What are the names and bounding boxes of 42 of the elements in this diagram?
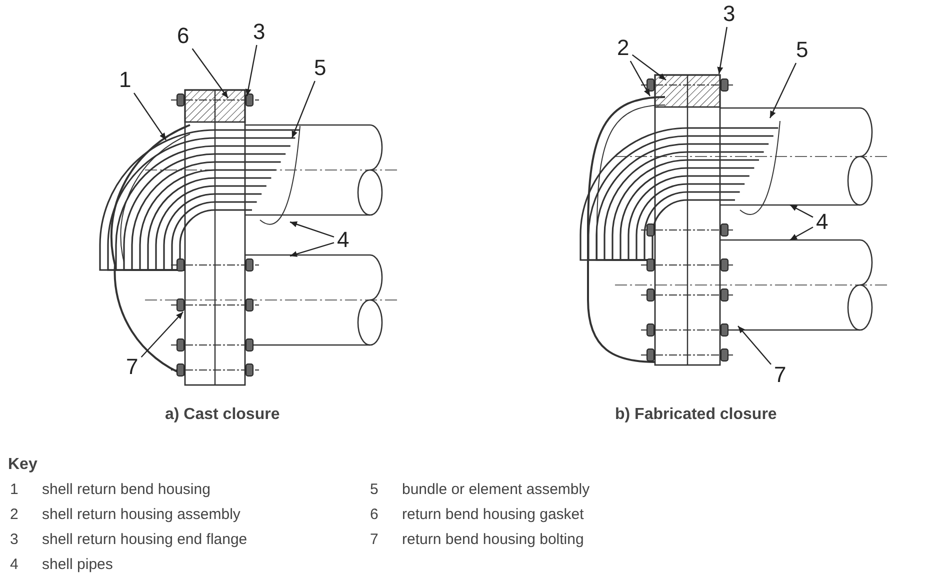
key-number: 2 [10, 506, 18, 524]
key-number: 7 [370, 531, 378, 549]
leader-line [769, 62, 797, 118]
key-number: 6 [370, 506, 378, 524]
key-number: 1 [10, 481, 18, 499]
callout-number: 5 [795, 38, 810, 62]
key-description: shell return bend housing [42, 481, 210, 499]
leader-line [192, 48, 228, 98]
callout-number: 7 [125, 355, 140, 379]
leader-line [717, 26, 728, 74]
leader-line [134, 92, 166, 140]
callout-number: 5 [313, 56, 328, 80]
key-description: return bend housing bolting [402, 531, 584, 549]
key-number: 5 [370, 481, 378, 499]
leader-line [290, 221, 334, 238]
key-description: bundle or element assembly [402, 481, 590, 499]
leader-line [290, 242, 334, 257]
key-description: return bend housing gasket [402, 506, 584, 524]
caption: b) Fabricated closure [615, 406, 777, 424]
callout-number: 1 [118, 68, 132, 92]
key-description: shell pipes [42, 556, 113, 574]
caption: a) Cast closure [165, 406, 280, 424]
callout-number: 6 [176, 24, 190, 48]
key-description: shell return housing assembly [42, 506, 240, 524]
key-number: 4 [10, 556, 18, 574]
callout-number: 3 [722, 2, 736, 26]
callout-number: 4 [815, 210, 830, 234]
leader-line [291, 80, 316, 138]
leader-line [140, 312, 184, 358]
leader-line [245, 44, 258, 96]
leader-line [632, 54, 666, 80]
callout-number: 2 [616, 36, 630, 60]
leader-line [790, 204, 814, 218]
callout-number: 4 [336, 228, 350, 252]
leader-line [630, 60, 651, 96]
callout-number: 3 [252, 20, 266, 44]
leader-line [738, 326, 772, 365]
key-heading: Key [8, 456, 38, 474]
callout-number: 7 [773, 363, 788, 387]
key-description: shell return housing end flange [42, 531, 248, 549]
key-number: 3 [10, 531, 18, 549]
leader-line [790, 226, 814, 241]
